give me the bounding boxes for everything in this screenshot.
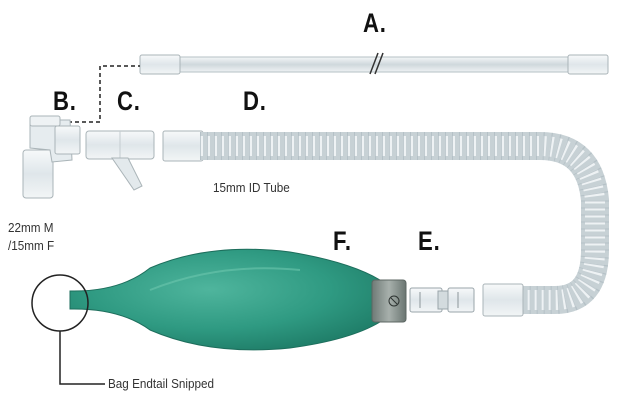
- label-f: F.: [333, 226, 352, 257]
- connector-size-line2: /15mm F: [8, 238, 54, 253]
- label-c: C.: [117, 86, 141, 117]
- connector-size-line1: 22mm M: [8, 220, 54, 235]
- tube-caption: 15mm ID Tube: [213, 180, 290, 195]
- reservoir-bag-f: [70, 249, 406, 350]
- straight-tube-a: [140, 53, 608, 74]
- label-d: D.: [243, 86, 267, 117]
- bag-tail-caption: Bag Endtail Snipped: [108, 376, 214, 391]
- y-connector-c: [86, 131, 154, 190]
- elbow-connector-b: [23, 116, 80, 198]
- label-e: E.: [418, 226, 441, 257]
- label-b: B.: [53, 86, 77, 117]
- connector-e: [410, 288, 474, 312]
- label-a: A.: [363, 8, 387, 39]
